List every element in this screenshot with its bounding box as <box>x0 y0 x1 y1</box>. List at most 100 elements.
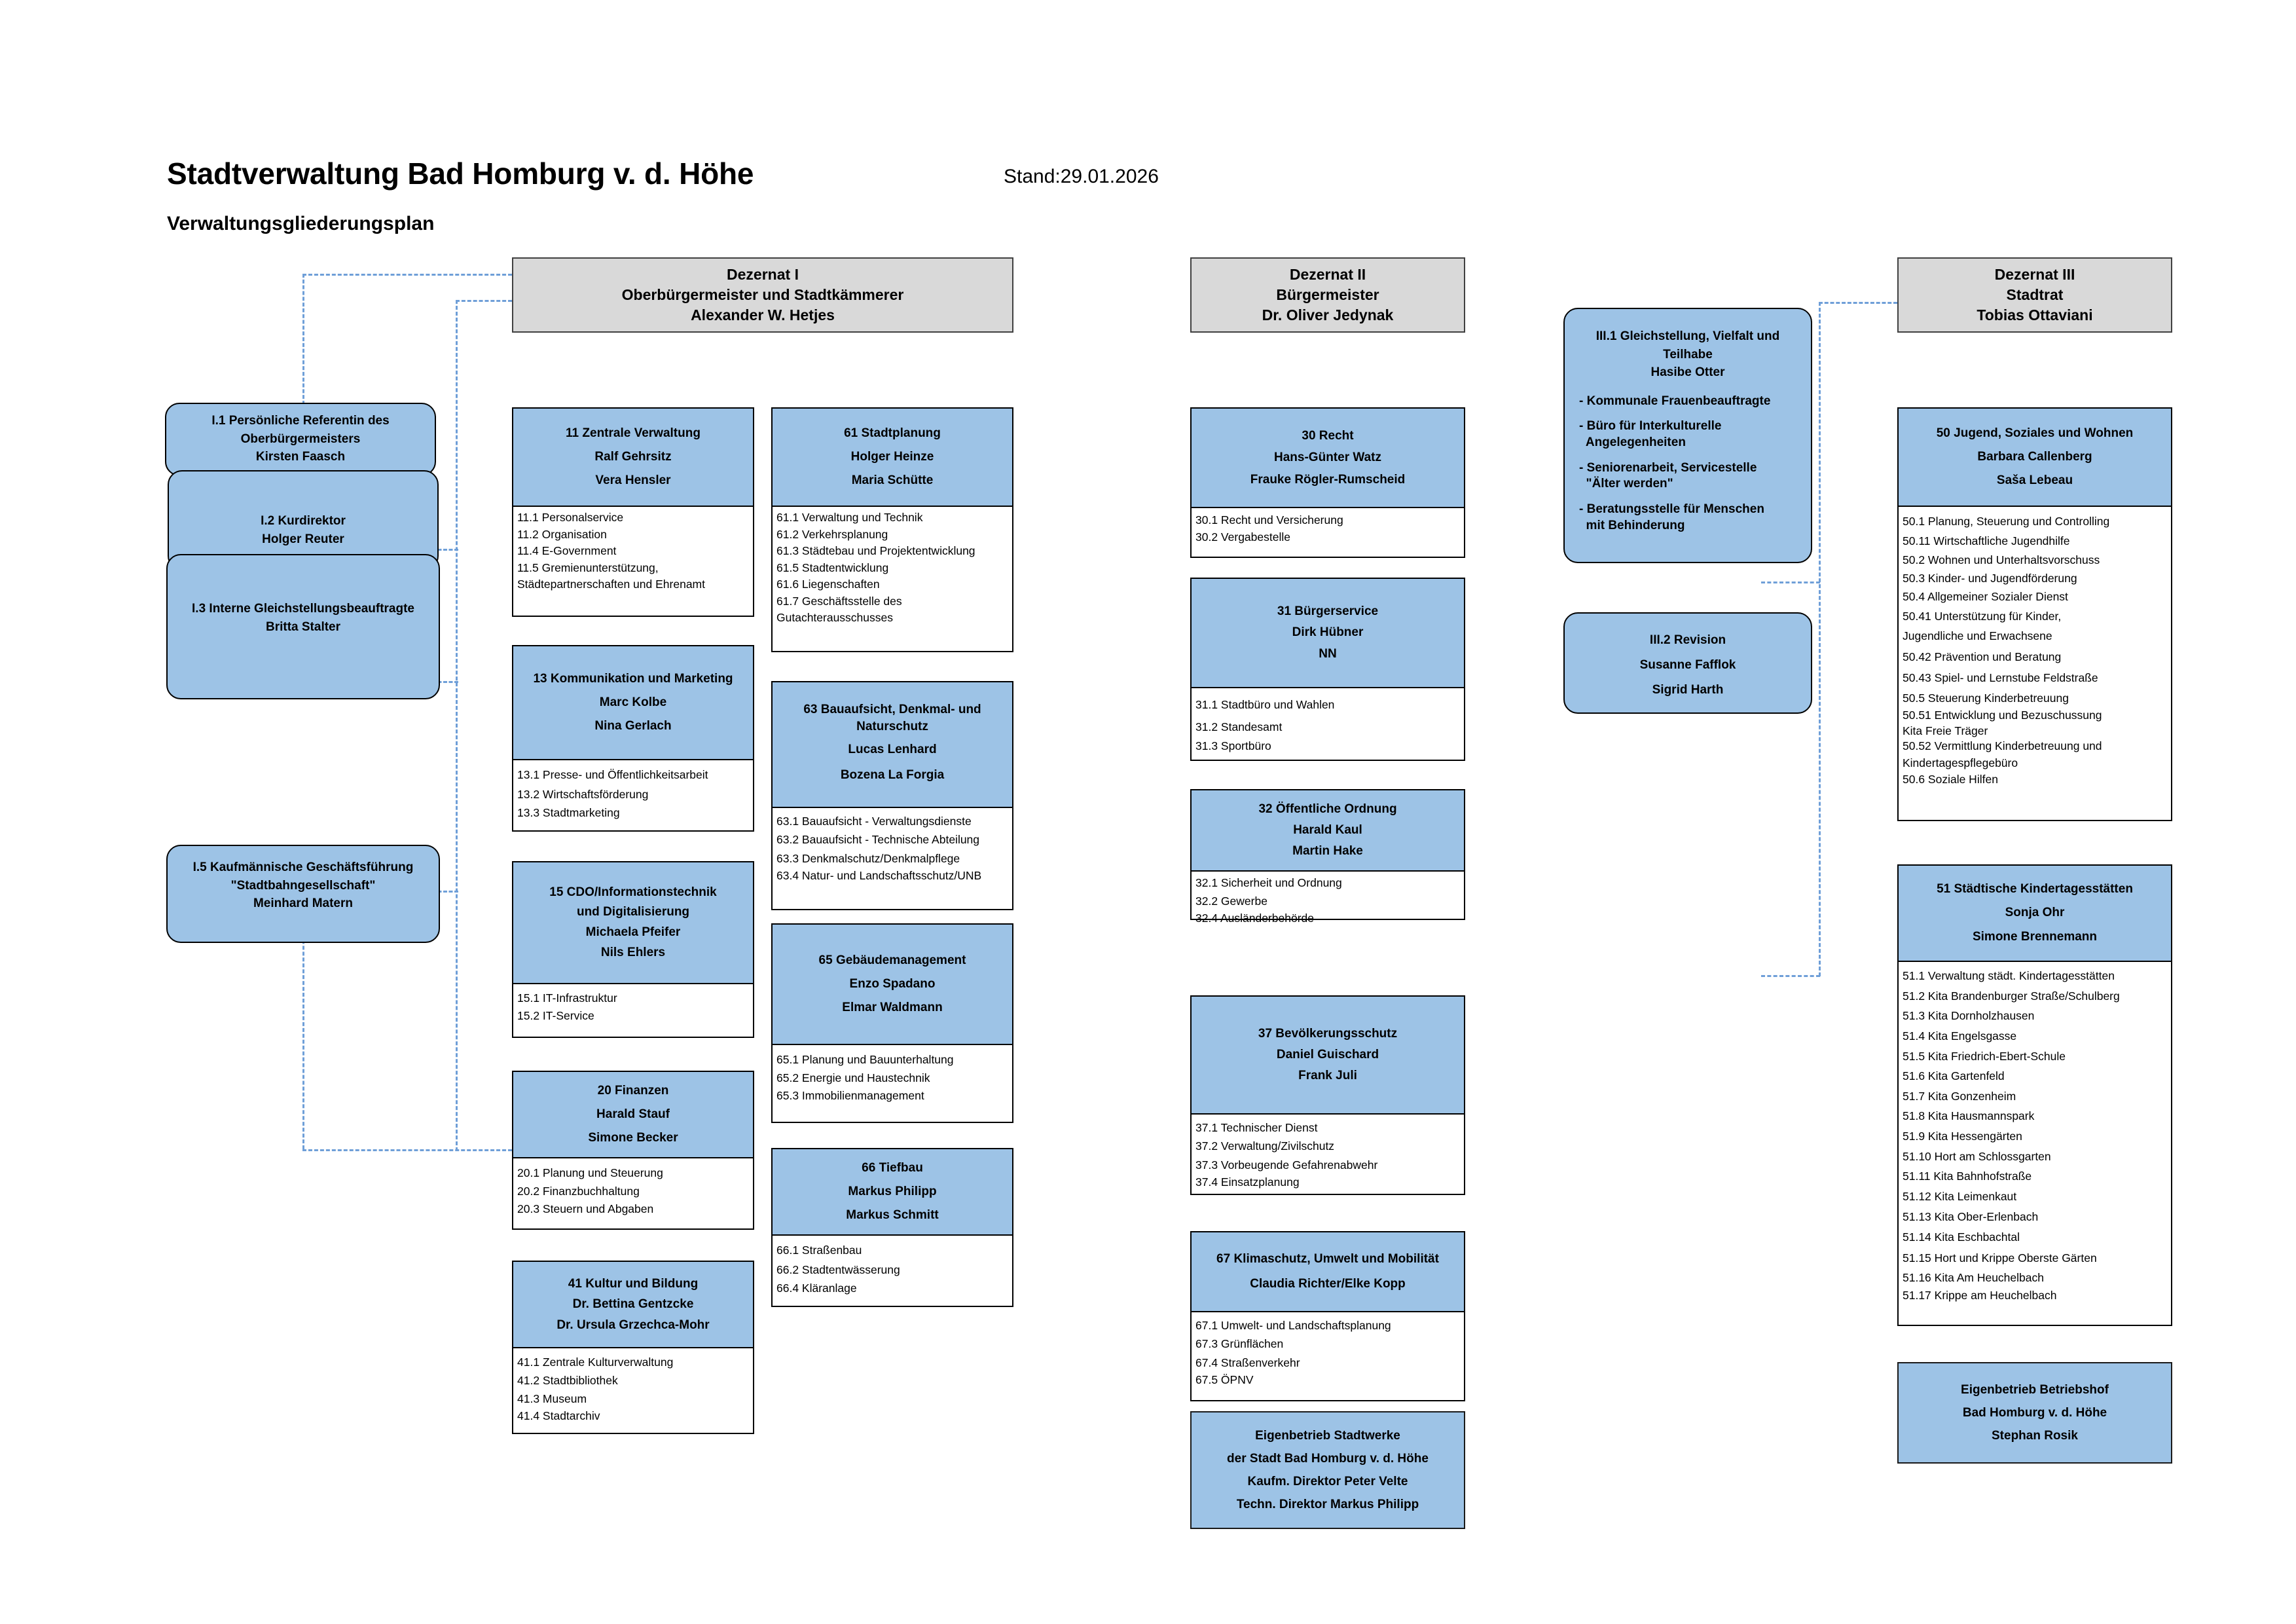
list-item: 66.2 Stadtentwässerung <box>776 1263 900 1276</box>
list-item: 51.13 Kita Ober-Erlenbach <box>1903 1209 2039 1223</box>
eigenbetrieb-stadtwerke-box: Eigenbetrieb Stadtwerke der Stadt Bad Ho… <box>1190 1411 1465 1529</box>
connector-d3-h <box>1819 302 1897 304</box>
list-item: 31.1 Stadtbüro und Wahlen <box>1195 698 1335 711</box>
list-item: 50.41 Unterstützung für Kinder, <box>1903 609 2062 623</box>
unit-11-list: 11.1 Personalservice 11.2 Organisation 1… <box>513 506 753 596</box>
unit-box-61: 61 Stadtplanung Holger Heinze Maria Schü… <box>771 407 1013 652</box>
unit-13-title: 13 Kommunikation und Marketing <box>533 671 733 686</box>
unit-66-person-1: Markus Philipp <box>848 1184 937 1198</box>
list-item: Kita Freie Träger <box>1903 724 1988 737</box>
staff-i5-line-1: I.5 Kaufmännische Geschäftsführung <box>192 860 414 874</box>
list-item: 31.3 Sportbüro <box>1195 739 1271 753</box>
staff-i1-line-1: I.1 Persönliche Referentin des <box>211 414 390 428</box>
unit-13-list: 13.1 Presse- und Öffentlichkeitsarbeit 1… <box>513 759 753 824</box>
list-item: 15.1 IT-Infrastruktur <box>517 991 617 1005</box>
unit-box-11: 11 Zentrale Verwaltung Ralf Gehrsitz Ver… <box>512 407 754 617</box>
unit-50-person-1: Barbara Callenberg <box>1977 449 2092 464</box>
connector-d1-stub-h <box>456 300 512 302</box>
dezernat-1-line-1: Dezernat I <box>727 266 799 284</box>
dezernat-3-header: Dezernat III Stadtrat Tobias Ottaviani <box>1897 257 2172 333</box>
list-item: 50.11 Wirtschaftliche Jugendhilfe <box>1903 534 2070 548</box>
connector-i5-v <box>302 858 304 1149</box>
unit-15-person-2: Nils Ehlers <box>600 946 666 960</box>
unit-20-person-2: Simone Becker <box>588 1131 678 1145</box>
list-item: 30.2 Vergabestelle <box>1195 530 1290 544</box>
betriebshof-line-2: Bad Homburg v. d. Höhe <box>1962 1405 2107 1420</box>
unit-13-person-2: Nina Gerlach <box>594 719 672 733</box>
dezernat-3-line-3: Tobias Ottaviani <box>1977 306 2093 323</box>
list-item: 37.3 Vorbeugende Gefahrenabwehr <box>1195 1158 1378 1172</box>
list-item: 51.6 Kita Gartenfeld <box>1903 1069 2005 1083</box>
unit-20-head: 20 Finanzen Harald Stauf Simone Becker <box>513 1072 753 1157</box>
unit-32-head: 32 Öffentliche Ordnung Harald Kaul Marti… <box>1192 790 1464 870</box>
unit-15-person-1: Michaela Pfeifer <box>585 925 681 940</box>
list-item: 51.8 Kita Hausmannspark <box>1903 1109 2035 1123</box>
list-item: 11.2 Organisation <box>517 527 607 541</box>
unit-20-person-1: Harald Stauf <box>596 1107 670 1121</box>
unit-37-head: 37 Bevölkerungsschutz Daniel Guischard F… <box>1192 997 1464 1113</box>
list-item: 41.1 Zentrale Kulturverwaltung <box>517 1356 674 1369</box>
list-item: 50.6 Soziale Hilfen <box>1903 773 1998 786</box>
unit-15-title-1: 15 CDO/Informationstechnik <box>549 885 717 900</box>
stadtwerke-line-3: Kaufm. Direktor Peter Velte <box>1247 1475 1408 1488</box>
connector-d1-i1-h <box>302 274 512 276</box>
connector-i2-h <box>432 549 458 551</box>
unit-51-list: 51.1 Verwaltung städt. Kindertagesstätte… <box>1899 961 2171 1306</box>
unit-box-31: 31 Bürgerservice Dirk Hübner NN 31.1 Sta… <box>1190 578 1465 761</box>
dezernat-1-line-3: Alexander W. Hetjes <box>691 306 835 323</box>
list-item: 51.9 Kita Hessengärten <box>1903 1130 2022 1143</box>
list-item: 63.4 Natur- und Landschaftsschutz/UNB <box>776 869 982 883</box>
unit-31-person-1: Dirk Hübner <box>1292 625 1364 640</box>
unit-67-list: 67.1 Umwelt- und Landschaftsplanung 67.3… <box>1192 1311 1464 1392</box>
unit-box-63: 63 Bauaufsicht, Denkmal- und Naturschutz… <box>771 681 1013 910</box>
unit-31-person-2: NN <box>1319 646 1337 661</box>
unit-31-list: 31.1 Stadtbüro und Wahlen 31.2 Standesam… <box>1192 687 1464 758</box>
staff-box-iii1: III.1 Gleichstellung, Vielfalt und Teilh… <box>1563 308 1812 563</box>
list-item: 65.3 Immobilienmanagement <box>776 1088 924 1102</box>
unit-63-head: 63 Bauaufsicht, Denkmal- und Naturschutz… <box>773 682 1012 807</box>
unit-50-head: 50 Jugend, Soziales und Wohnen Barbara C… <box>1899 409 2171 506</box>
unit-50-list: 50.1 Planung, Steuerung und Controlling … <box>1899 506 2171 791</box>
unit-30-person-1: Hans-Günter Watz <box>1274 451 1381 465</box>
list-item: 30.1 Recht und Versicherung <box>1195 513 1343 526</box>
list-item: 67.3 Grünflächen <box>1195 1337 1284 1351</box>
dezernat-2-line-1: Dezernat II <box>1289 266 1366 284</box>
unit-50-title: 50 Jugend, Soziales und Wohnen <box>1936 426 2134 440</box>
list-item: 51.7 Kita Gonzenheim <box>1903 1089 2016 1103</box>
unit-20-list: 20.1 Planung und Steuerung 20.2 Finanzbu… <box>513 1157 753 1220</box>
unit-box-65: 65 Gebäudemanagement Enzo Spadano Elmar … <box>771 923 1013 1123</box>
unit-41-head: 41 Kultur und Bildung Dr. Bettina Gentzc… <box>513 1262 753 1347</box>
unit-63-list: 63.1 Bauaufsicht - Verwaltungsdienste 63… <box>773 807 1012 887</box>
unit-box-67: 67 Klimaschutz, Umwelt und Mobilität Cla… <box>1190 1231 1465 1401</box>
unit-63-title-2: Naturschutz <box>856 720 928 734</box>
list-item: 51.12 Kita Leimenkaut <box>1903 1189 2017 1203</box>
unit-65-person-2: Elmar Waldmann <box>842 1001 943 1015</box>
unit-51-person-2: Simone Brennemann <box>1972 929 2098 944</box>
list-item: 51.3 Kita Dornholzhausen <box>1903 1009 2035 1023</box>
list-item: 63.2 Bauaufsicht - Technische Abteilung <box>776 833 980 847</box>
connector-iii2-h <box>1761 975 1820 977</box>
unit-63-title-1: 63 Bauaufsicht, Denkmal- und <box>803 703 981 717</box>
list-item: 51.10 Hort am Schlossgarten <box>1903 1149 2051 1163</box>
list-item: 51.15 Hort und Krippe Oberste Gärten <box>1903 1251 2097 1264</box>
unit-37-person-1: Daniel Guischard <box>1276 1047 1379 1061</box>
stadtwerke-line-2: der Stadt Bad Homburg v. d. Höhe <box>1227 1451 1429 1466</box>
list-item: 50.5 Steuerung Kinderbetreuung <box>1903 692 2069 705</box>
unit-63-person-2: Bozena La Forgia <box>840 768 945 783</box>
list-item: 50.42 Prävention und Beratung <box>1903 650 2062 663</box>
unit-61-person-1: Holger Heinze <box>850 449 934 464</box>
staff-iii2-person-2: Sigrid Harth <box>1652 683 1724 697</box>
unit-67-title: 67 Klimaschutz, Umwelt und Mobilität <box>1216 1252 1439 1266</box>
unit-66-person-2: Markus Schmitt <box>846 1208 939 1223</box>
staff-box-iii2: III.2 Revision Susanne Fafflok Sigrid Ha… <box>1563 612 1812 714</box>
connector-d3-spine-v <box>1819 302 1821 976</box>
list-item: 11.1 Personalservice <box>517 511 624 524</box>
unit-37-title: 37 Bevölkerungsschutz <box>1258 1026 1398 1041</box>
list-item: 51.2 Kita Brandenburger Straße/Schulberg <box>1903 989 2120 1003</box>
staff-i2-line-1: I.2 Kurdirektor <box>261 514 346 528</box>
unit-61-title: 61 Stadtplanung <box>844 426 941 440</box>
list-item: Städtepartnerschaften und Ehrenamt <box>517 578 705 591</box>
list-item: 61.1 Verwaltung und Technik <box>776 511 923 524</box>
staff-box-i5: I.5 Kaufmännische Geschäftsführung "Stad… <box>166 845 440 943</box>
list-item: 66.1 Straßenbau <box>776 1244 862 1257</box>
